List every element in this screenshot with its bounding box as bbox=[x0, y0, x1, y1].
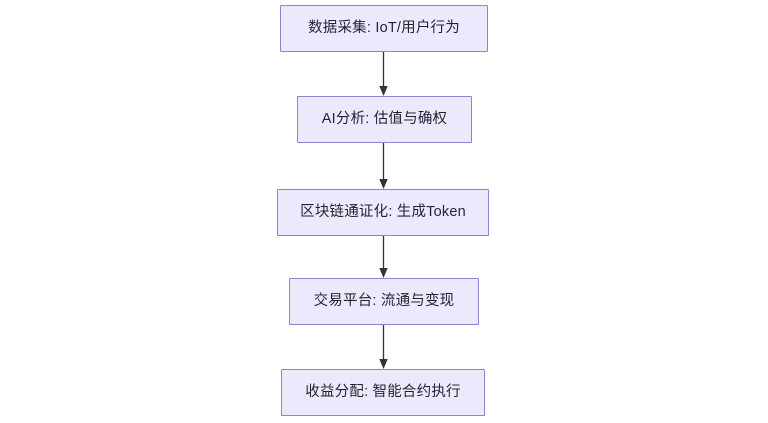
flow-node-label: 区块链通证化: 生成Token bbox=[300, 204, 466, 221]
flow-node-data-collection[interactable]: 数据采集: IoT/用户行为 bbox=[280, 5, 488, 52]
flow-node-label: AI分析: 估值与确权 bbox=[321, 111, 448, 128]
flow-edge-2 bbox=[379, 143, 388, 189]
flow-edge-3 bbox=[379, 236, 388, 278]
flow-edge-1 bbox=[379, 52, 388, 96]
flow-node-label: 收益分配: 智能合约执行 bbox=[305, 384, 461, 401]
flow-node-label: 数据采集: IoT/用户行为 bbox=[308, 20, 460, 37]
flow-node-label: 交易平台: 流通与变现 bbox=[313, 293, 455, 310]
flow-node-blockchain-tokenization[interactable]: 区块链通证化: 生成Token bbox=[277, 189, 489, 236]
arrowhead-icon bbox=[379, 86, 388, 96]
flow-node-ai-analysis[interactable]: AI分析: 估值与确权 bbox=[297, 96, 472, 143]
flow-edge-4 bbox=[379, 325, 388, 369]
arrowhead-icon bbox=[379, 359, 388, 369]
arrowhead-icon bbox=[379, 179, 388, 189]
arrowhead-icon bbox=[379, 268, 388, 278]
flow-node-revenue-distribution[interactable]: 收益分配: 智能合约执行 bbox=[281, 369, 485, 416]
flow-node-trading-platform[interactable]: 交易平台: 流通与变现 bbox=[289, 278, 479, 325]
